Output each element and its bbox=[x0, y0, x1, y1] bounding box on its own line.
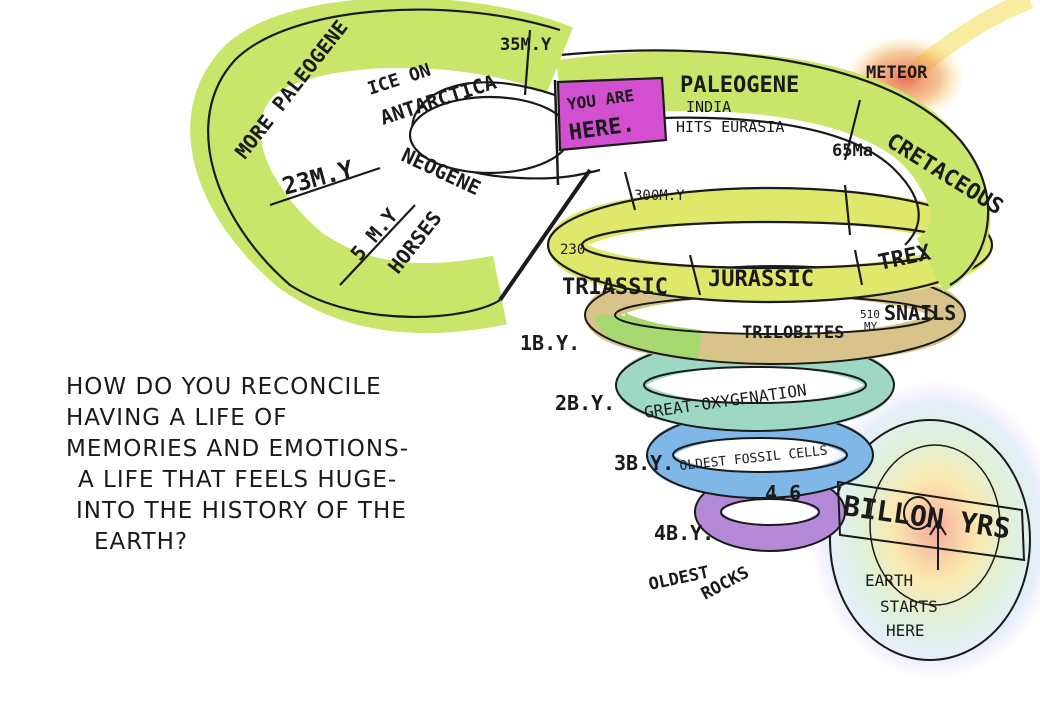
label-triassic: TRIASSIC bbox=[562, 275, 668, 300]
label-paleogene: PALEOGENE bbox=[680, 73, 799, 98]
label-230: 230 bbox=[560, 242, 585, 258]
label-earth: EARTH bbox=[865, 571, 913, 590]
label-here-end: HERE bbox=[886, 621, 925, 640]
question-line: A LIFE THAT FEELS HUGE- bbox=[78, 467, 398, 493]
you-are-here-flag bbox=[553, 76, 668, 186]
question-line: EARTH? bbox=[94, 529, 189, 555]
band-upper-loop bbox=[190, 0, 601, 334]
label-65ma: 65Ma bbox=[832, 141, 873, 161]
label-meteor: METEOR bbox=[866, 63, 928, 83]
earth-arrow bbox=[836, 480, 1026, 570]
label-23my: 23M.Y bbox=[279, 155, 357, 201]
label-jurassic: JURASSIC bbox=[708, 267, 814, 292]
earth-outer-ring bbox=[829, 419, 1031, 661]
label-35my: 35M.Y bbox=[500, 35, 552, 55]
question-line: MEMORIES AND EMOTIONS- bbox=[66, 436, 410, 462]
label-2by: 2B.Y. bbox=[555, 391, 615, 415]
question-line: HAVING A LIFE OF bbox=[66, 405, 288, 431]
label-trilobites: TRILOBITES bbox=[742, 323, 844, 343]
label-1by: 1B.Y. bbox=[520, 331, 580, 355]
label-510: 510 bbox=[860, 308, 880, 321]
label-4-6: 4.6 bbox=[765, 481, 801, 505]
label-starts: STARTS bbox=[880, 597, 938, 616]
label-510-my: MY bbox=[864, 320, 878, 333]
label-300my: 300M.Y bbox=[634, 188, 685, 204]
dividers bbox=[269, 29, 864, 296]
label-3by: 3B.Y. bbox=[614, 451, 674, 475]
label-4by: 4B.Y. bbox=[654, 521, 714, 545]
question-line: INTO THE HISTORY OF THE bbox=[76, 498, 407, 524]
label-hits-eurasia: HITS EURASIA bbox=[676, 118, 784, 136]
earth-inner-ring bbox=[869, 444, 1001, 606]
label-snails: SNAILS bbox=[884, 301, 956, 325]
label-india: INDIA bbox=[686, 98, 731, 116]
question-line: HOW DO YOU RECONCILE bbox=[66, 374, 382, 400]
question-text: HOW DO YOU RECONCILE HAVING A LIFE OF ME… bbox=[66, 372, 446, 558]
